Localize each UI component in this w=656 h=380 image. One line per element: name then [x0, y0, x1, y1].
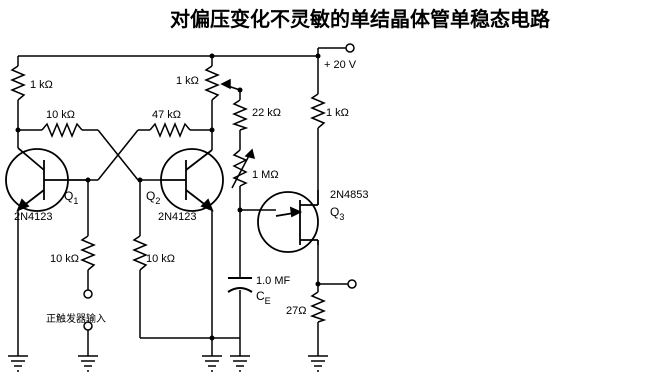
transistor-q1	[5, 147, 88, 212]
q2-ref: Q2	[146, 189, 160, 206]
transistor-q3-ujt	[257, 190, 319, 253]
resistor-cross-10k	[41, 122, 83, 138]
trigger-input-terminal	[83, 321, 93, 331]
labels: + 20 V 1 kΩ 10 kΩ 47 kΩ 1 kΩ 22 kΩ 1 kΩ …	[14, 59, 369, 325]
resistor-cross-47k	[149, 122, 191, 138]
label-r-27: 27Ω	[286, 305, 306, 317]
ground-icon	[78, 355, 98, 372]
wires	[17, 47, 348, 356]
resistor-zigzags	[10, 65, 327, 323]
q3-part: 2N4853	[330, 189, 369, 201]
terminals	[83, 43, 357, 331]
ground-icon	[230, 355, 250, 372]
label-r-q2-base: 10 kΩ	[146, 253, 175, 265]
q1-base-terminal	[83, 289, 93, 299]
capacitor-ce	[227, 277, 253, 293]
label-r-q3-top: 1 kΩ	[326, 107, 349, 119]
transistor-q2	[160, 148, 224, 212]
resistor-1m-variable	[232, 149, 248, 187]
ground-icon	[8, 355, 28, 372]
label-cap-ref: CE	[256, 289, 271, 306]
resistor-left-top	[10, 65, 26, 101]
ground-icon	[308, 355, 328, 372]
supply-terminal	[345, 43, 355, 53]
resistor-27	[309, 291, 327, 323]
label-r-1m: 1 MΩ	[252, 169, 279, 181]
resistor-pot-1k	[204, 65, 220, 101]
label-r-left-top: 1 kΩ	[30, 79, 53, 91]
q2-part: 2N4123	[158, 211, 197, 223]
ground-symbols	[8, 355, 328, 372]
trigger-input-label: 正触发器输入	[46, 312, 106, 325]
resistor-22k	[231, 99, 249, 131]
resistor-q3-top	[310, 93, 326, 129]
ground-icon	[202, 355, 222, 372]
label-r-pot: 1 kΩ	[176, 75, 199, 87]
resistor-q2-base	[132, 235, 148, 271]
q1-part: 2N4123	[14, 211, 53, 223]
q1-ref: Q1	[64, 189, 78, 206]
label-cap-value: 1.0 MF	[256, 275, 291, 287]
label-r-cross-1: 10 kΩ	[46, 109, 75, 121]
adjust-arrows	[220, 78, 256, 189]
diagram-title: 对偏压变化不灵敏的单结晶体管单稳态电路	[170, 7, 551, 31]
output-terminal	[347, 279, 357, 289]
label-r-cross-2: 47 kΩ	[152, 109, 181, 121]
label-r-22k: 22 kΩ	[252, 107, 281, 119]
supply-label: + 20 V	[324, 59, 357, 71]
junction-dots	[15, 53, 321, 341]
resistor-q1-base	[80, 235, 96, 271]
q3-ref: Q3	[330, 205, 344, 222]
label-r-q1-base: 10 kΩ	[50, 253, 79, 265]
